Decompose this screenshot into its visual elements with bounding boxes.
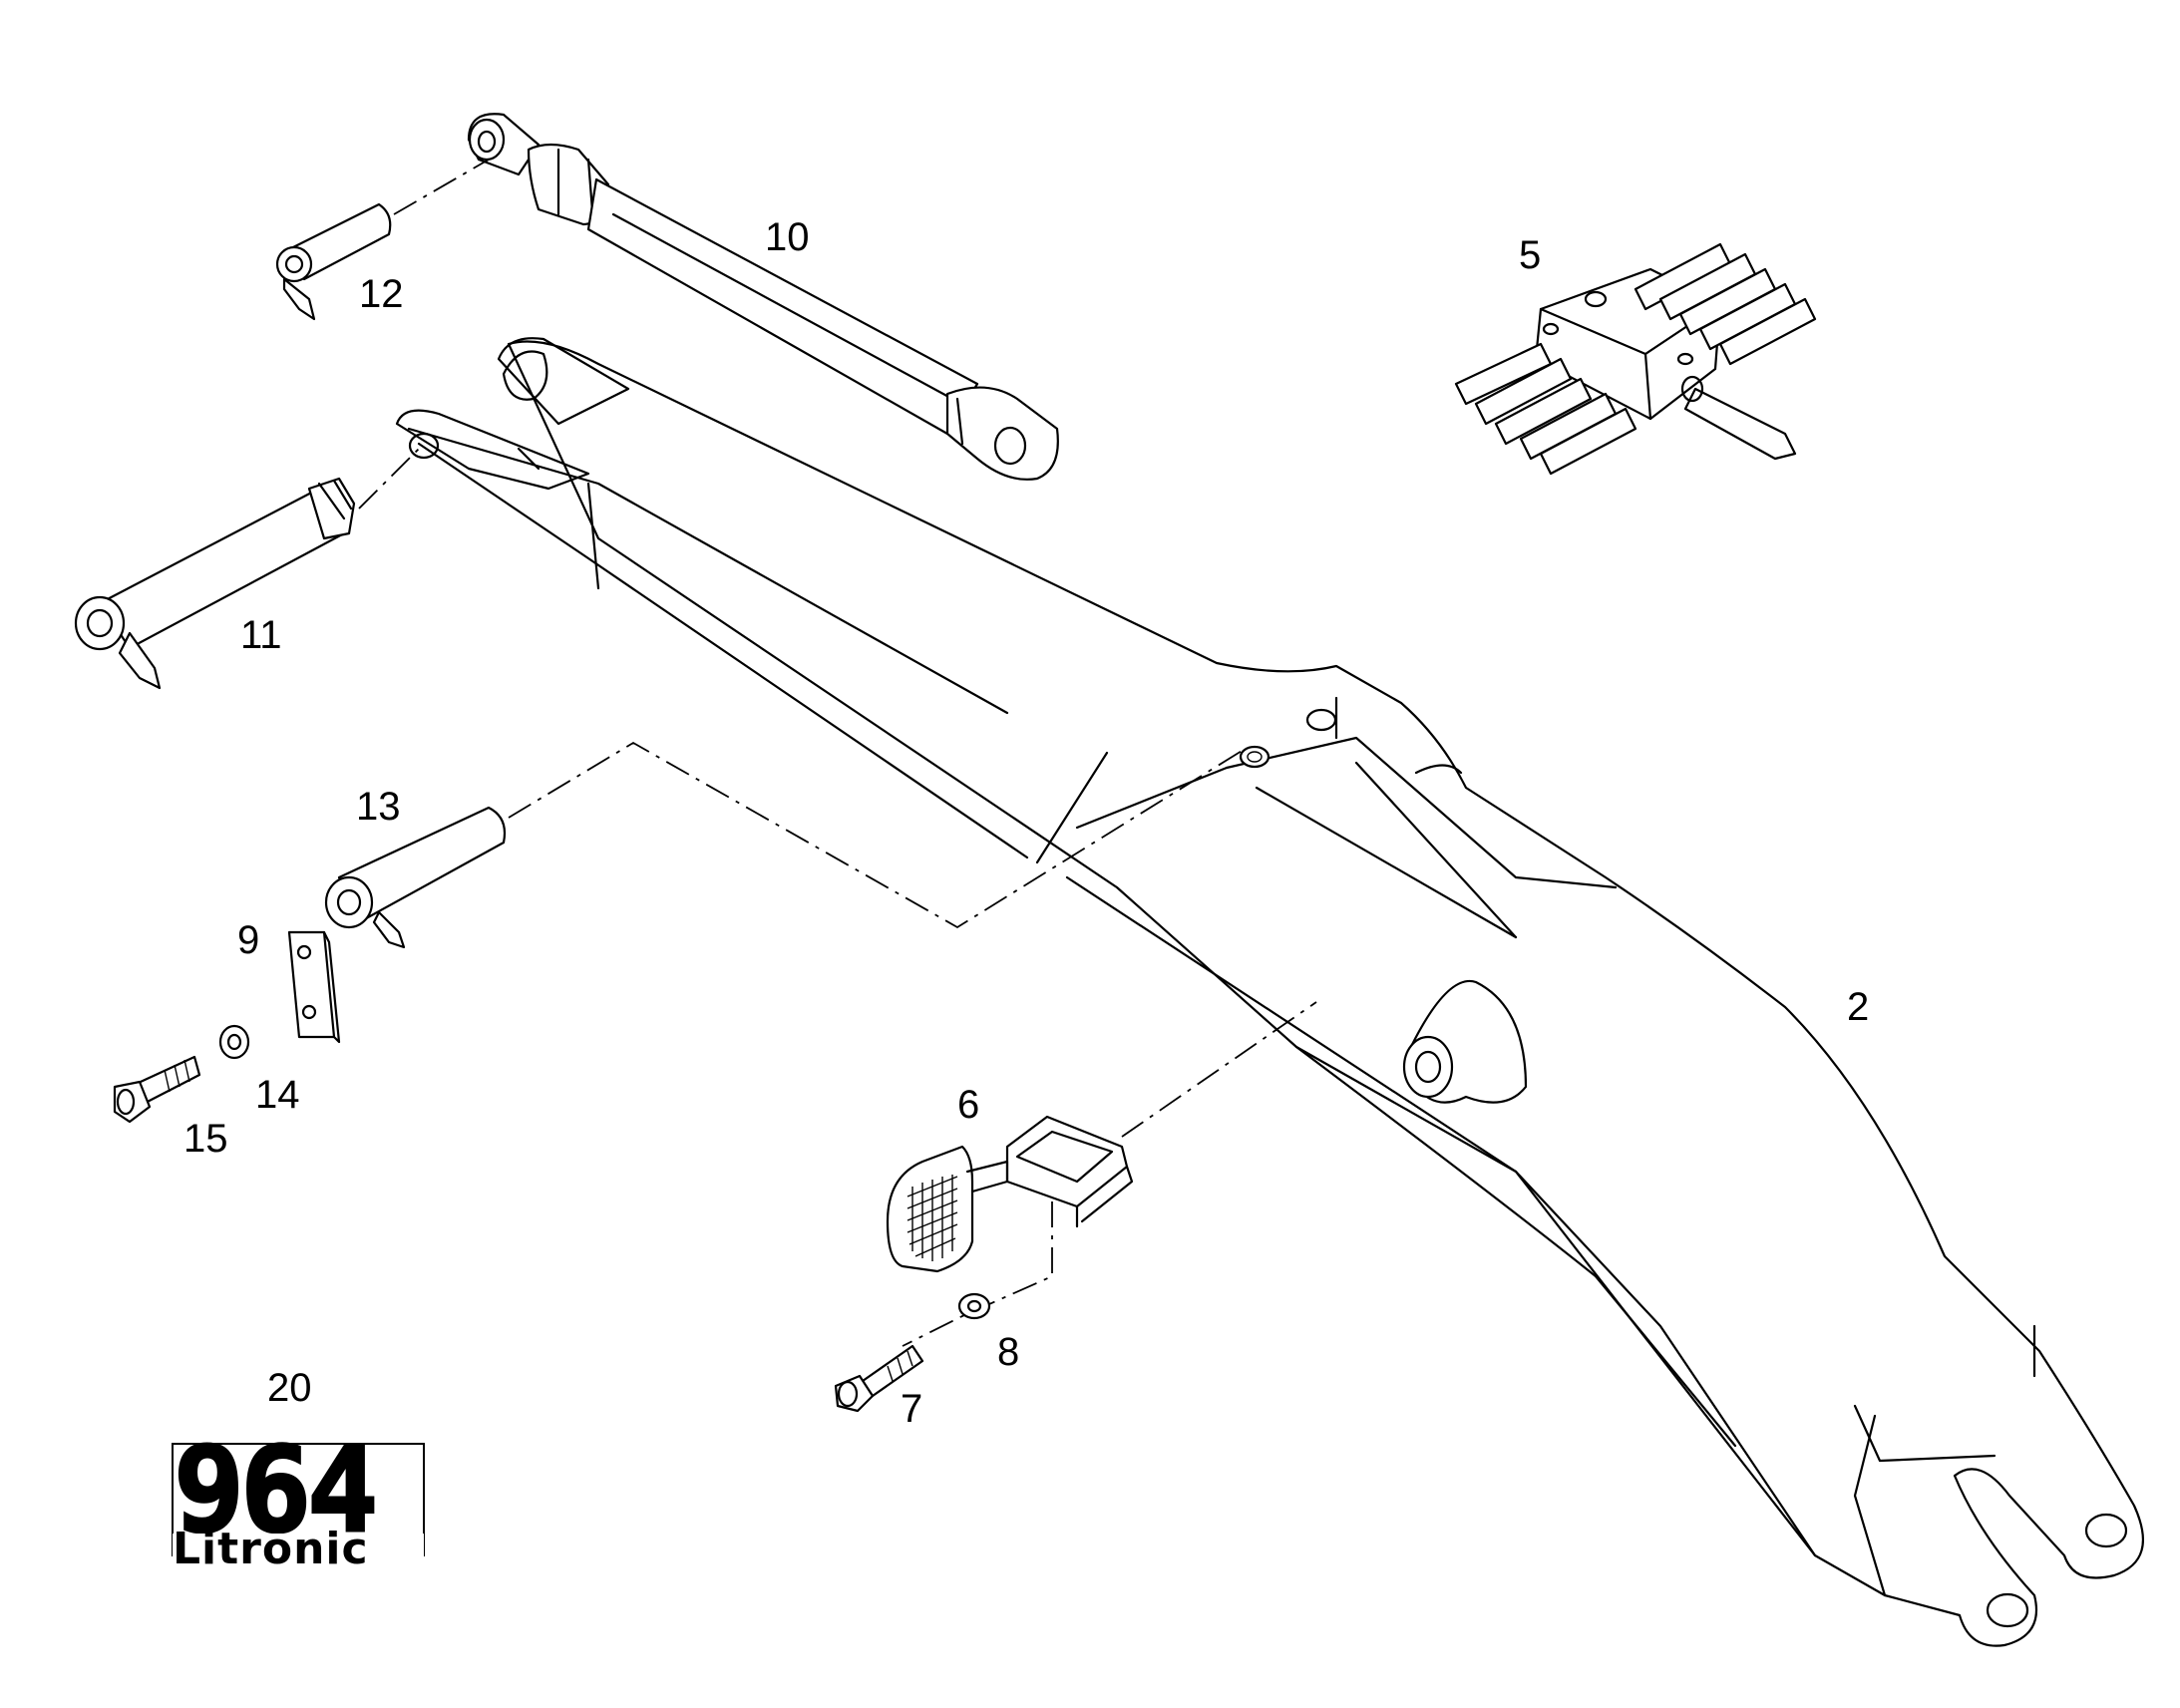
callout-15: 15: [183, 1117, 228, 1161]
callout-11: 11: [240, 613, 282, 657]
part-7-bolt: [834, 1344, 924, 1413]
callout-labels: 2 5 6 7 8 9 10 11 12 13 14 15 20: [183, 215, 1869, 1431]
logo-brand: Litronic: [173, 1524, 369, 1574]
callout-7: 7: [901, 1387, 922, 1431]
part-2-boom: [395, 337, 2144, 1647]
callout-10: 10: [765, 215, 810, 259]
part-9-plate: [287, 930, 341, 1044]
callout-14: 14: [255, 1073, 300, 1117]
step-grid: [907, 1175, 958, 1261]
callout-20: 20: [267, 1366, 312, 1410]
part-6-step: [886, 1001, 1317, 1347]
part-11-pin: [74, 448, 420, 690]
part-5-valve-block: [1454, 242, 1817, 476]
part-12-pin: [275, 159, 490, 321]
callout-13: 13: [356, 785, 401, 829]
callout-2: 2: [1847, 985, 1869, 1029]
callout-9: 9: [237, 918, 259, 962]
part-13-pin: [324, 741, 1248, 949]
callout-6: 6: [957, 1083, 979, 1127]
part-15-bolt: [113, 1055, 201, 1124]
callout-12: 12: [359, 272, 404, 316]
callout-8: 8: [997, 1330, 1019, 1374]
part-8-washer: [957, 1292, 991, 1320]
litronic-964-logo: 964 Litronic: [172, 1420, 425, 1574]
callout-5: 5: [1519, 233, 1541, 277]
part-14-washer: [218, 1024, 250, 1060]
part-10-cylinder: [467, 113, 1059, 481]
